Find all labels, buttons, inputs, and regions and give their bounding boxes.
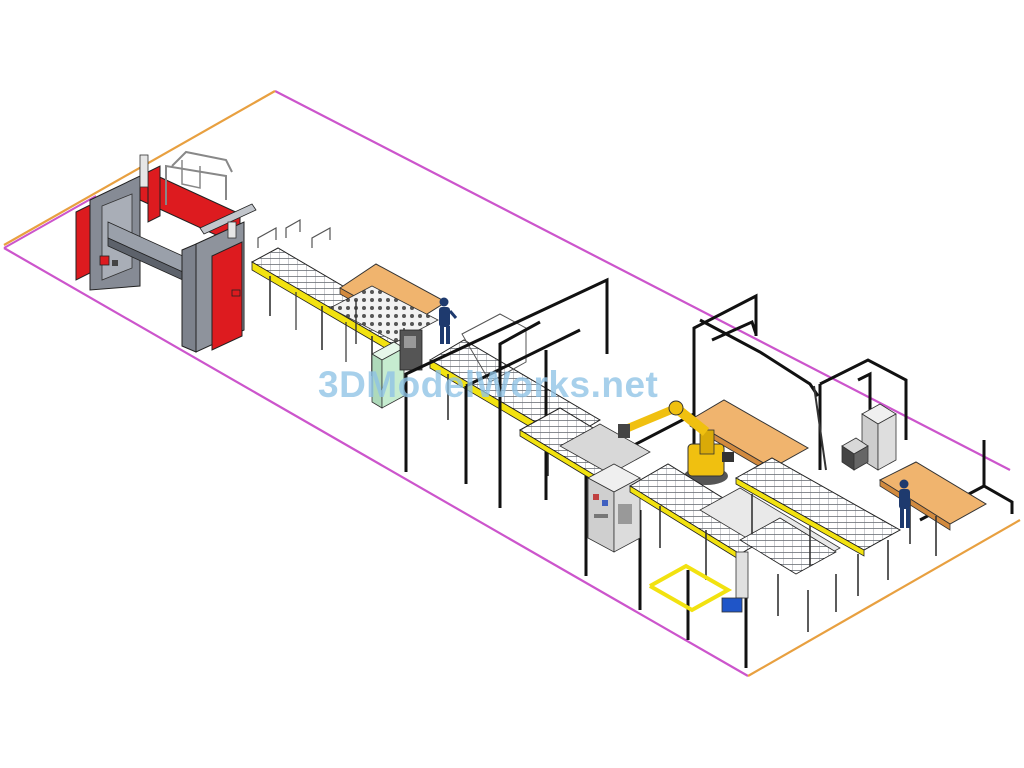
press-brake-icon: [75, 150, 257, 353]
roller-conveyor-5: [734, 457, 902, 596]
electrical-cabinet: [587, 463, 641, 553]
floor-boundary: [3, 90, 1021, 677]
light-post: [813, 385, 827, 471]
roller-conveyor-3: [519, 407, 651, 483]
control-cabinet-icon: [841, 403, 897, 471]
floor-edge-left-inner: [3, 195, 97, 249]
floor-edge-front: [3, 247, 749, 677]
small-robot: [721, 551, 749, 613]
wood-table-1: [329, 263, 447, 366]
floor-edge-right: [747, 519, 1021, 677]
roller-conveyor-4: [629, 463, 841, 632]
floor-edge-back: [274, 90, 1011, 471]
control-cabinet-icon: [371, 329, 423, 409]
safety-track: [649, 563, 733, 613]
wood-table-3: [878, 461, 987, 556]
operator-icon: [439, 297, 458, 344]
operator-icon: [899, 479, 910, 528]
